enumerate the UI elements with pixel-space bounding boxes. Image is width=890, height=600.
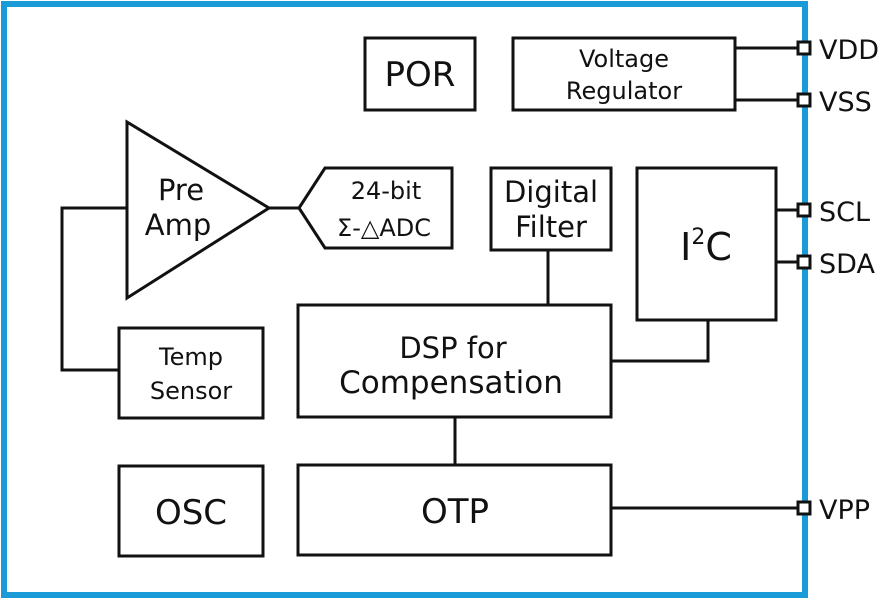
digital-filter-line1: Digital	[504, 175, 598, 209]
wire-temp-preamp	[60, 206, 127, 372]
adc-block: 24-bit Σ-△ADC	[297, 166, 454, 250]
pin-scl-label: SCL	[819, 197, 870, 228]
i2c-label: I2C	[680, 225, 732, 269]
digital-filter-block: Digital Filter	[489, 166, 613, 252]
por-block: POR	[363, 36, 477, 112]
pin-vdd-label: VDD	[819, 35, 879, 66]
dsp-line2: Compensation	[339, 365, 563, 401]
pin-vpp: VPP	[796, 495, 870, 526]
voltage-regulator-line2: Regulator	[566, 77, 682, 105]
i2c-block: I2C	[635, 166, 778, 322]
temp-sensor-line1: Temp	[158, 343, 223, 371]
wire-dsp-i2c	[611, 320, 710, 363]
temp-sensor-line2: Sensor	[150, 377, 232, 405]
otp-block: OTP	[296, 463, 613, 557]
i2c-superscript: 2	[691, 225, 705, 250]
pin-vdd: VDD	[796, 35, 879, 66]
adc-line2: Σ-△ADC	[337, 214, 431, 242]
preamp-line2: Amp	[145, 208, 212, 242]
voltage-regulator-line1: Voltage	[579, 45, 669, 73]
pin-sda-pad	[796, 254, 812, 270]
voltage-regulator-block: Voltage Regulator	[511, 36, 737, 112]
osc-label: OSC	[155, 493, 227, 533]
pin-vpp-pad	[796, 500, 812, 516]
temp-sensor-block: Temp Sensor	[117, 326, 265, 420]
dsp-block: DSP for Compensation	[296, 303, 613, 419]
pin-vpp-label: VPP	[819, 495, 870, 526]
i2c-base: I	[680, 225, 691, 269]
preamp-line1: Pre	[158, 173, 204, 207]
pin-scl-pad	[796, 202, 812, 218]
dsp-line1: DSP for	[399, 331, 506, 365]
digital-filter-line2: Filter	[515, 210, 587, 244]
osc-block: OSC	[117, 464, 265, 558]
pin-vss: VSS	[796, 87, 872, 118]
otp-label: OTP	[421, 492, 489, 532]
pin-sda-label: SDA	[819, 249, 875, 280]
pin-scl: SCL	[796, 197, 870, 228]
preamp-block: Pre Amp	[125, 119, 272, 301]
pin-sda: SDA	[796, 249, 875, 280]
chip-boundary	[1, 1, 808, 598]
i2c-tail: C	[705, 225, 732, 269]
pin-vss-label: VSS	[819, 87, 872, 118]
pin-vdd-pad	[796, 40, 812, 56]
pin-vss-pad	[796, 92, 812, 108]
por-label: POR	[385, 55, 456, 95]
adc-line1: 24-bit	[351, 177, 422, 205]
